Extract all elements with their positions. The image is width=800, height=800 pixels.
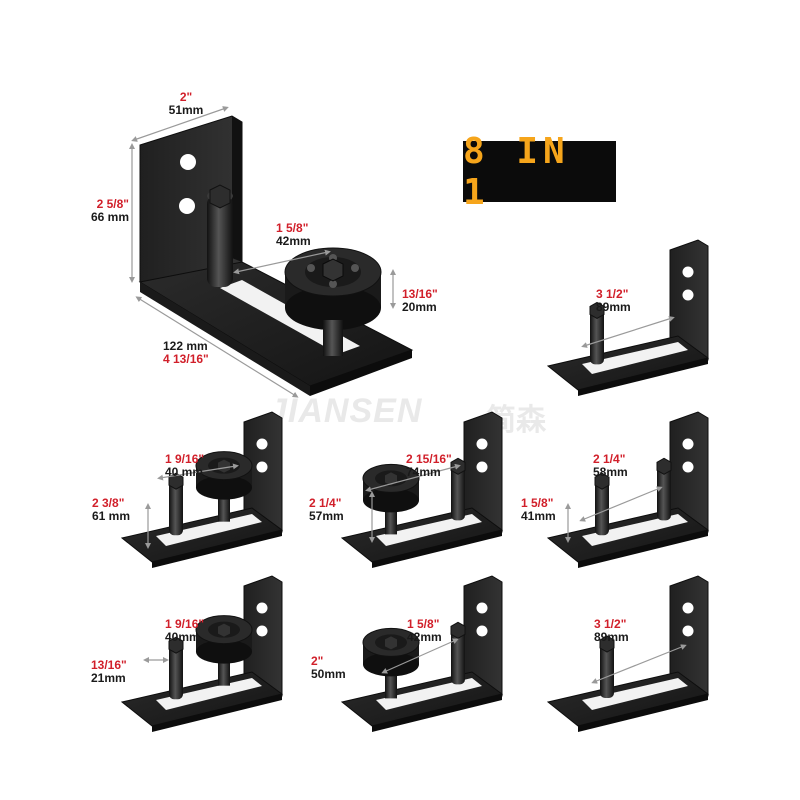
config-2-label-b: 2 3/8"61 mm [92,496,131,523]
slot [582,678,688,710]
dimension-arrow [157,463,239,481]
mount-hole [476,602,488,614]
brand-watermark: JIANSEN [268,392,423,430]
wheel-height-label: 13/16"20mm [402,287,438,314]
mount-hole [476,625,488,637]
guide-wheel [284,247,382,356]
slot [582,514,688,546]
mount-hole [476,461,488,473]
roller-pin [169,479,183,536]
slot [376,678,482,710]
mount-hole [682,438,694,450]
config-4-label-a: 2 1/4"58mm [593,452,628,479]
dimension-arrow [579,486,663,522]
config-bracket-4 [546,411,710,568]
config-3-label-a: 2 15/16"74mm [406,452,452,479]
config-1-label-a: 3 1/2"89mm [596,287,631,314]
dimension-arrow [591,644,687,684]
main-bracket [129,106,414,398]
config-4-label-b: 1 5/8"41mm [521,496,556,523]
mount-hole [179,198,195,214]
mount-hole [476,438,488,450]
badge-text: 8 IN 1 [463,130,570,213]
slot [156,678,262,710]
mount-hole [682,289,694,301]
mount-hole [180,154,196,170]
config-bracket-1 [546,239,710,396]
dimension-arrow [581,316,675,348]
mount-hole [682,625,694,637]
config-bracket-5 [120,575,284,732]
roller-pin [169,643,183,700]
config-3-label-b: 2 1/4"57mm [309,496,344,523]
mount-hole [256,438,268,450]
config-7-label-a: 3 1/2"89mm [594,617,629,644]
dimension-arrow [365,463,461,493]
slot [582,342,688,374]
config-2-label-a: 1 9/16"40 mm [165,452,205,479]
wheel-diameter-label: 1 5/8"42mm [276,221,311,248]
config-bracket-7 [546,575,710,732]
width-label: 2"51mm [168,90,204,117]
mount-hole [682,266,694,278]
config-bracket-6 [340,575,504,732]
config-bracket-3 [340,411,504,568]
config-bracket-2 [120,411,284,568]
mount-hole [682,461,694,473]
mount-hole [256,625,268,637]
guide-wheel [195,615,253,686]
dimension-arrow [381,638,459,674]
config-6-label-a: 1 5/8"42mm [407,617,442,644]
height-label: 2 5/8"66 mm [90,197,129,224]
slot [376,514,482,546]
roller-pin [207,195,233,287]
mount-hole [256,461,268,473]
config-5-label-b: 13/16"21mm [91,658,127,685]
mount-hole [682,602,694,614]
eight-in-one-badge: 8 IN 1 [463,131,616,213]
config-5-label-a: 1 9/16"40mm [165,617,205,644]
config-6-label-b: 2"50mm [311,654,346,681]
mount-hole [256,602,268,614]
slot [156,514,262,546]
